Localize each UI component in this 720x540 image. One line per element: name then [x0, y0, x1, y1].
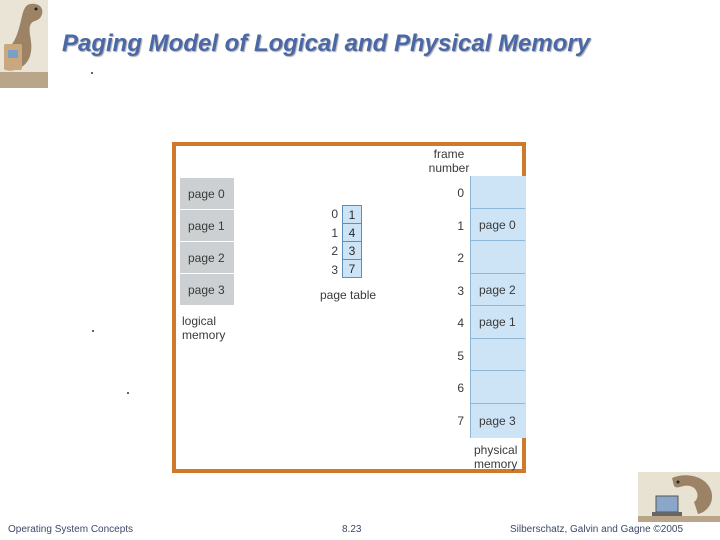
- logical-memory-label: logical memory: [182, 314, 225, 342]
- footer-slide-number: 8.23: [342, 524, 362, 535]
- dinosaur-laptop-logo-icon: [638, 472, 720, 522]
- logical-page-cell: page 0: [179, 177, 235, 210]
- physical-frame-cell: page 2: [471, 274, 525, 306]
- physical-memory-label-line2: memory: [474, 457, 518, 471]
- frame-number-label-line1: frame: [433, 147, 465, 161]
- stray-dot: [91, 72, 93, 74]
- physical-frame-cell: [471, 339, 525, 371]
- frame-number: 2: [457, 251, 464, 265]
- frame-number: 5: [457, 349, 464, 363]
- physical-memory-label-line1: physical: [474, 443, 518, 457]
- frame-number-label-line2: number: [428, 161, 470, 175]
- logical-page-cell: page 1: [179, 209, 235, 242]
- stray-dot: [127, 392, 129, 394]
- footer-course-title: Operating System Concepts: [8, 524, 134, 535]
- frame-number: 6: [457, 381, 464, 395]
- frame-number-label: frame number: [422, 147, 476, 175]
- footer-copyright: Silberschatz, Galvin and Gagne ©2005: [510, 524, 684, 535]
- logical-memory-label-line2: memory: [182, 328, 226, 342]
- logical-page-cell: page 3: [179, 273, 235, 306]
- slide-title: Paging Model of Logical and Physical Mem…: [62, 30, 591, 57]
- physical-frame-cell: [471, 176, 525, 209]
- page-table-entry: 1: [342, 205, 362, 224]
- physical-memory-label: physical memory: [474, 443, 517, 471]
- logical-page-cell: page 2: [179, 241, 235, 274]
- page-table-index: 2: [331, 244, 338, 258]
- frame-number: 3: [457, 284, 464, 298]
- physical-memory: page 0 page 2 page 1 page 3: [470, 176, 526, 438]
- page-table-entry: 7: [342, 259, 362, 278]
- frame-number: 7: [457, 414, 464, 428]
- physical-frame-cell: page 3: [471, 404, 525, 438]
- logical-memory-label-line1: logical: [182, 314, 217, 328]
- dinosaur-logo-icon: [0, 0, 48, 88]
- frame-number: 0: [457, 186, 464, 200]
- physical-frame-cell: page 1: [471, 306, 525, 339]
- page-table-entry: 3: [342, 241, 362, 260]
- page-table-entry: 4: [342, 223, 362, 242]
- page-table-index: 3: [331, 263, 338, 277]
- page-table-index: 1: [331, 226, 338, 240]
- frame-number: 1: [457, 219, 464, 233]
- physical-frame-cell: page 0: [471, 209, 525, 241]
- page-table-index: 0: [331, 207, 338, 221]
- page-table-label: page table: [320, 288, 377, 302]
- frame-number: 4: [457, 316, 464, 330]
- physical-frame-cell: [471, 241, 525, 274]
- stray-dot: [92, 330, 94, 332]
- physical-frame-cell: [471, 371, 525, 404]
- paging-diagram: frame number page 0 page 1 page 2 page 3…: [172, 142, 526, 473]
